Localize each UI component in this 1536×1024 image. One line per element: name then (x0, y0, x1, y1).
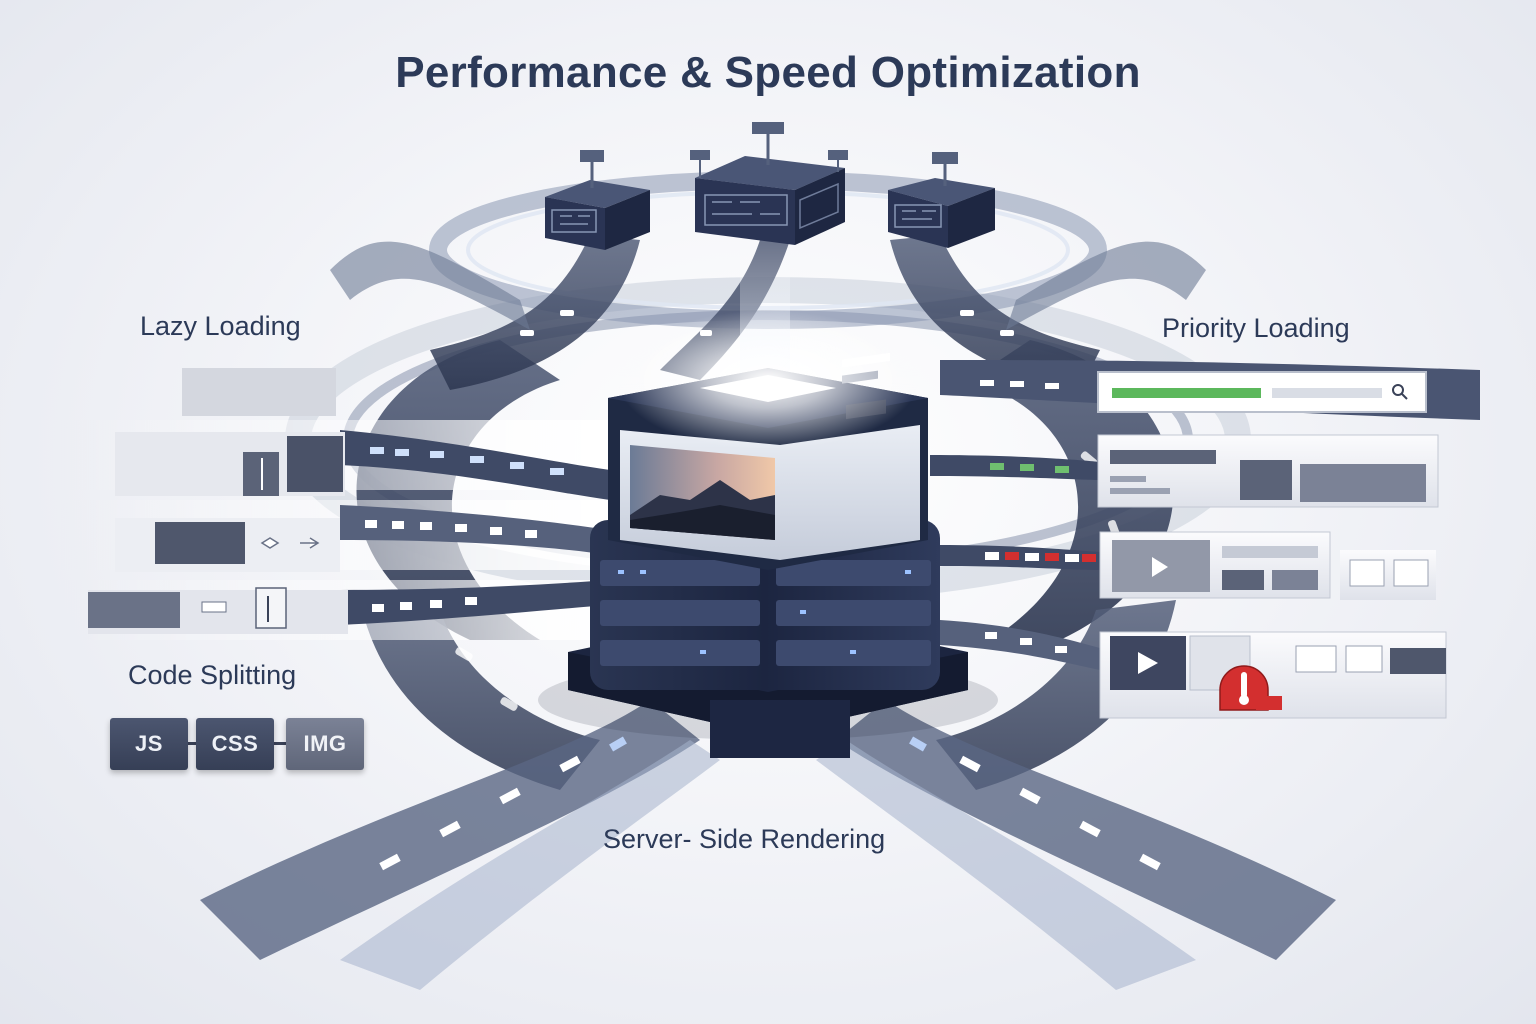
css-chunk: CSS (196, 718, 274, 770)
ssr-roads (200, 700, 1336, 990)
edge-hub-center (690, 122, 848, 245)
priority-loading-label: Priority Loading (1162, 313, 1350, 343)
lazy-loading-label: Lazy Loading (140, 311, 301, 341)
lazy-loading-lanes (60, 368, 620, 640)
server-side-rendering-label: Server- Side Rendering (603, 824, 886, 854)
img-chunk: IMG (286, 718, 364, 770)
page-title: Performance & Speed Optimization (395, 48, 1141, 97)
play-icon (1152, 557, 1168, 577)
search-icon (1392, 384, 1408, 400)
chunk-connector (272, 742, 288, 745)
code-splitting-label: Code Splitting (128, 660, 297, 690)
edge-hub-right (888, 152, 995, 248)
thermometer-alert-icon (1219, 665, 1282, 711)
chunk-connector (186, 742, 198, 745)
priority-loading-lanes (930, 360, 1480, 719)
edge-hub-left (545, 150, 650, 250)
js-chunk: JS (110, 718, 188, 770)
play-icon-large (1138, 652, 1158, 674)
central-server (538, 310, 998, 758)
priority-progress-bar (1112, 388, 1261, 398)
